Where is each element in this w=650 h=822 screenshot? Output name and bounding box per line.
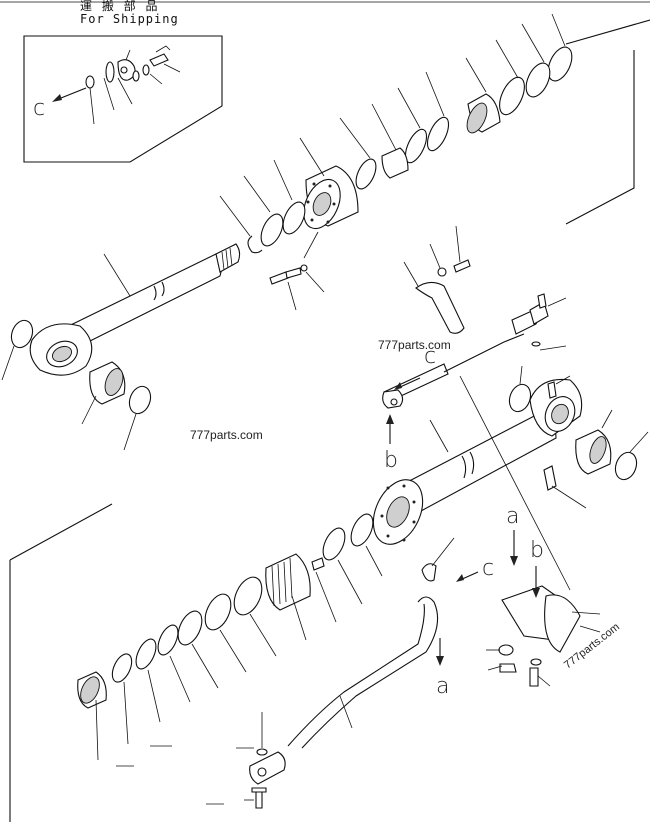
piston-rod [29, 243, 241, 376]
watermark-upper: 777parts.com [378, 338, 451, 352]
head-bolt [269, 264, 325, 311]
arrow-c-middle [394, 377, 421, 390]
arrows-bracket [510, 530, 540, 598]
shipping-box-frame [23, 35, 223, 163]
ref-mark-b-bracket: b [530, 538, 544, 563]
ref-mark-c-hose: c [482, 556, 495, 581]
cylinder-leader-lines [429, 365, 649, 591]
ref-mark-a-bracket: a [506, 504, 520, 529]
watermark-middle: 777parts.com [190, 428, 263, 442]
piston-side-leader-lines [95, 545, 383, 767]
rod-end-pipe [382, 293, 567, 409]
mounting-bracket [486, 585, 601, 687]
shipping-title-en: For Shipping [80, 12, 179, 26]
head-side-parts [247, 46, 573, 254]
arrow-b-left [386, 414, 394, 444]
shipping-title-jp: 運 搬 部 品 [80, 0, 161, 13]
bottom-eye-parts [508, 381, 638, 491]
upper-right-frame [565, 19, 650, 225]
piston-side-parts [77, 513, 374, 709]
ref-mark-c-middle: c [424, 344, 437, 369]
shipping-leader-lines [89, 49, 181, 125]
ref-mark-b-left: b [384, 448, 398, 473]
rod-eye-parts [10, 319, 152, 415]
shipping-parts-group [85, 45, 171, 89]
clamp-upper [403, 225, 471, 334]
cylinder-tube [372, 378, 583, 545]
lower-left-frame [9, 503, 113, 822]
arrow-to-c-box [52, 87, 87, 102]
arrows-hose [436, 571, 479, 666]
head-side-leader-lines [219, 13, 566, 259]
hose-assembly [206, 537, 455, 809]
ref-mark-a-hose: a [436, 674, 450, 699]
ref-mark-c-box: c [33, 96, 46, 121]
rod-leader-lines [1, 253, 137, 451]
